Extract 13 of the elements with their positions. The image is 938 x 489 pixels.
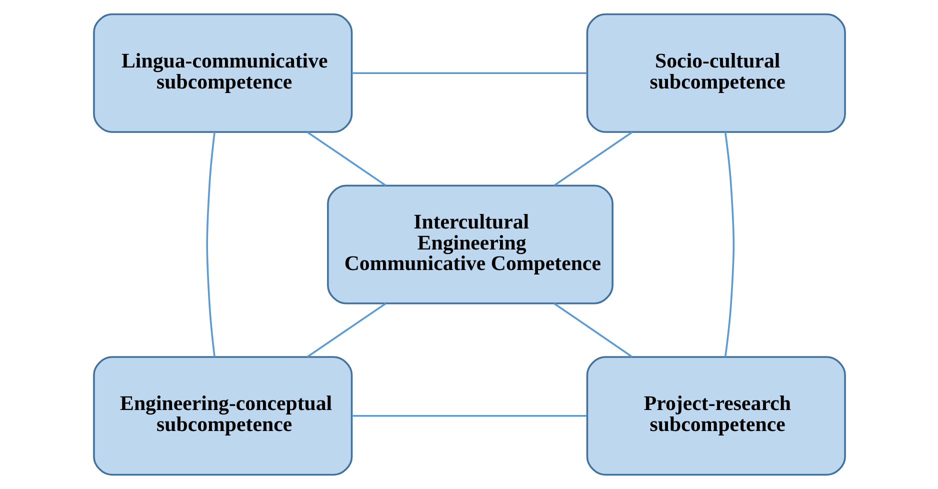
node-box: Lingua-communicative subcompetence [92,13,352,133]
connector [351,72,586,74]
node-box: Intercultural Engineering Communicative Competence [326,184,613,304]
connector [306,302,386,358]
connector [206,132,215,357]
connector [306,131,386,186]
node-box: Project-research subcompetence [586,356,846,476]
connector [351,414,586,417]
connector [553,131,632,186]
connector [724,132,734,358]
connector [553,302,632,358]
node-box: Socio-cultural subcompetence [586,13,846,133]
node-box: Engineering-conceptual subcompetence [92,356,352,476]
